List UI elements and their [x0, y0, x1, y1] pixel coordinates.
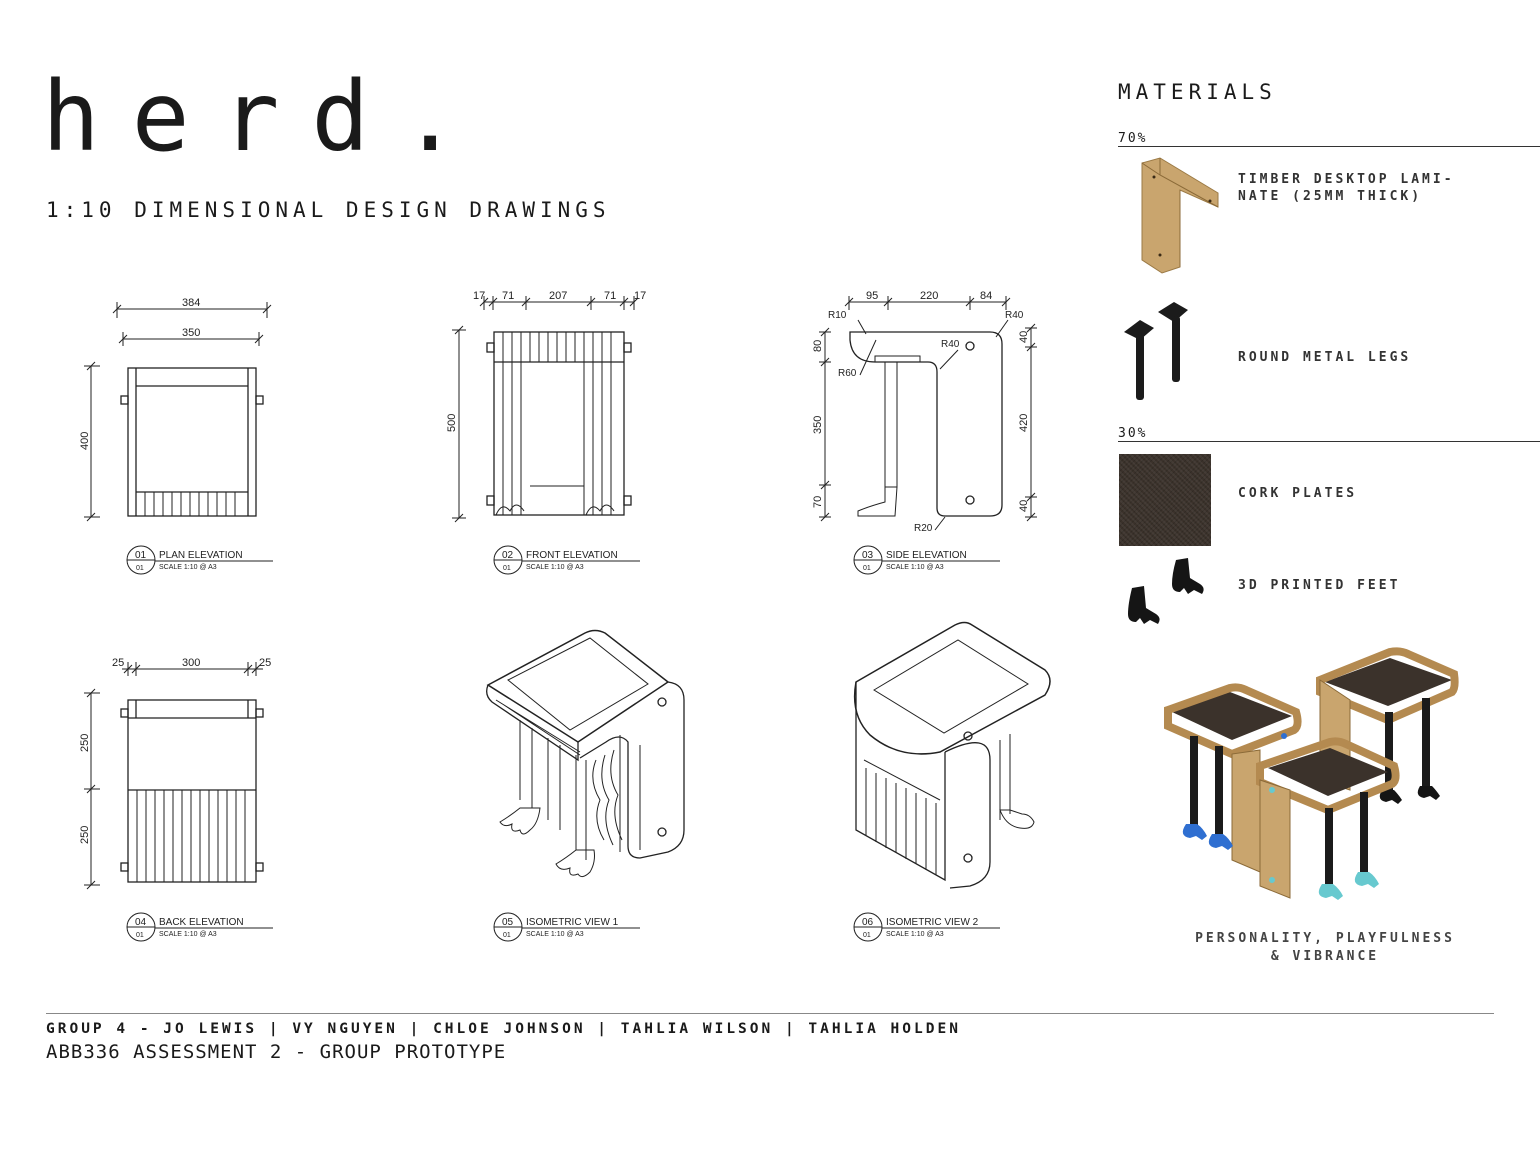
prototype-render [1164, 647, 1459, 900]
dim-text: 300 [182, 657, 200, 669]
sheet-number: 01 [136, 932, 144, 939]
dim-text: 400 [79, 432, 91, 450]
sheet-number: 01 [136, 565, 144, 572]
drawing-scale: SCALE 1:10 @ A3 [159, 564, 217, 571]
drawing-title: SIDE ELEVATION [886, 550, 967, 561]
isometric-view-2-drawing [853, 621, 1051, 889]
drawing-title: FRONT ELEVATION [526, 550, 618, 561]
drawing-number: 04 [135, 917, 147, 928]
material-label: TIMBER DESKTOP LAMI- NATE (25MM THICK) [1238, 172, 1455, 204]
dim-text: 350 [182, 327, 200, 339]
dim-text: 71 [502, 290, 514, 302]
drawing-scale: SCALE 1:10 @ A3 [159, 931, 217, 938]
dim-text: 500 [446, 414, 458, 432]
dim-text: 384 [182, 297, 200, 309]
drawing-scale: SCALE 1:10 @ A3 [886, 564, 944, 571]
dim-text: 17 [473, 290, 485, 302]
materials-caption: PERSONALITY, PLAYFULNESS & VIBRANCE [1160, 930, 1490, 966]
dim-text: 250 [79, 826, 91, 844]
printed-feet-icon [1128, 558, 1204, 624]
cork-swatch-icon [1119, 454, 1211, 546]
side-elevation-drawing [819, 296, 1037, 531]
dim-text: R40 [941, 339, 960, 350]
dim-text: 17 [634, 290, 646, 302]
sheet-number: 01 [863, 565, 871, 572]
drawing-scale: SCALE 1:10 @ A3 [886, 931, 944, 938]
divider [1118, 441, 1540, 442]
dim-text: 40 [1018, 331, 1030, 343]
dim-text: 250 [79, 734, 91, 752]
drawing-scale: SCALE 1:10 @ A3 [526, 564, 584, 571]
drawing-number: 06 [862, 917, 874, 928]
brand-title: herd. [42, 61, 491, 173]
course-title: ABB336 ASSESSMENT 2 - GROUP PROTOTYPE [46, 1041, 507, 1063]
dim-text: 95 [866, 290, 878, 302]
dim-text: R20 [914, 523, 933, 534]
material-label: CORK PLATES [1238, 486, 1358, 501]
dim-text: 70 [812, 496, 824, 508]
drawing-number: 03 [862, 550, 874, 561]
sheet-number: 01 [863, 932, 871, 939]
dim-text: 207 [549, 290, 567, 302]
dim-text: R40 [1005, 310, 1024, 321]
back-elevation-drawing [84, 662, 264, 890]
drawing-number: 05 [502, 917, 514, 928]
drawing-title: ISOMETRIC VIEW 1 [526, 917, 619, 928]
caption-line: PERSONALITY, PLAYFULNESS [1195, 931, 1455, 946]
material-label: 3D PRINTED FEET [1238, 578, 1401, 593]
dim-text: 40 [1018, 500, 1030, 512]
dim-text: R60 [838, 368, 857, 379]
dim-text: 25 [259, 657, 271, 669]
percent-label: 30% [1118, 426, 1148, 441]
page-subtitle: 1:10 DIMENSIONAL DESIGN DRAWINGS [46, 198, 611, 222]
dim-text: R10 [828, 310, 847, 321]
drawing-scale: SCALE 1:10 @ A3 [526, 931, 584, 938]
plan-elevation-drawing [84, 302, 272, 522]
divider [1118, 146, 1540, 147]
dim-text: 220 [920, 290, 938, 302]
drawing-number: 02 [502, 550, 514, 561]
group-members: GROUP 4 - JO LEWIS | VY NGUYEN | CHLOE J… [46, 1021, 961, 1037]
sheet-number: 01 [503, 565, 511, 572]
dim-text: 71 [604, 290, 616, 302]
dim-text: 84 [980, 290, 992, 302]
dim-text: 420 [1018, 414, 1030, 432]
drawing-title: PLAN ELEVATION [159, 550, 243, 561]
dim-text: 350 [812, 416, 824, 434]
drawing-title: BACK ELEVATION [159, 917, 244, 928]
material-label: ROUND METAL LEGS [1238, 350, 1412, 365]
drawing-title: ISOMETRIC VIEW 2 [886, 917, 979, 928]
materials-heading: MATERIALS [1118, 80, 1277, 104]
percent-label: 70% [1118, 131, 1148, 146]
sheet-number: 01 [503, 932, 511, 939]
dim-text: 25 [112, 657, 124, 669]
dim-text: 80 [812, 340, 824, 352]
front-elevation-drawing [452, 296, 639, 523]
caption-line: & VIBRANCE [1270, 949, 1380, 964]
footer-divider [46, 1013, 1494, 1014]
drawings-canvas: 384 350 400 17 71 207 71 17 500 95 220 8… [79, 290, 1051, 942]
isometric-view-1-drawing [486, 629, 685, 878]
timber-panel-icon [1141, 157, 1219, 274]
metal-legs-icon [1124, 302, 1188, 400]
drawing-number: 01 [135, 550, 147, 561]
